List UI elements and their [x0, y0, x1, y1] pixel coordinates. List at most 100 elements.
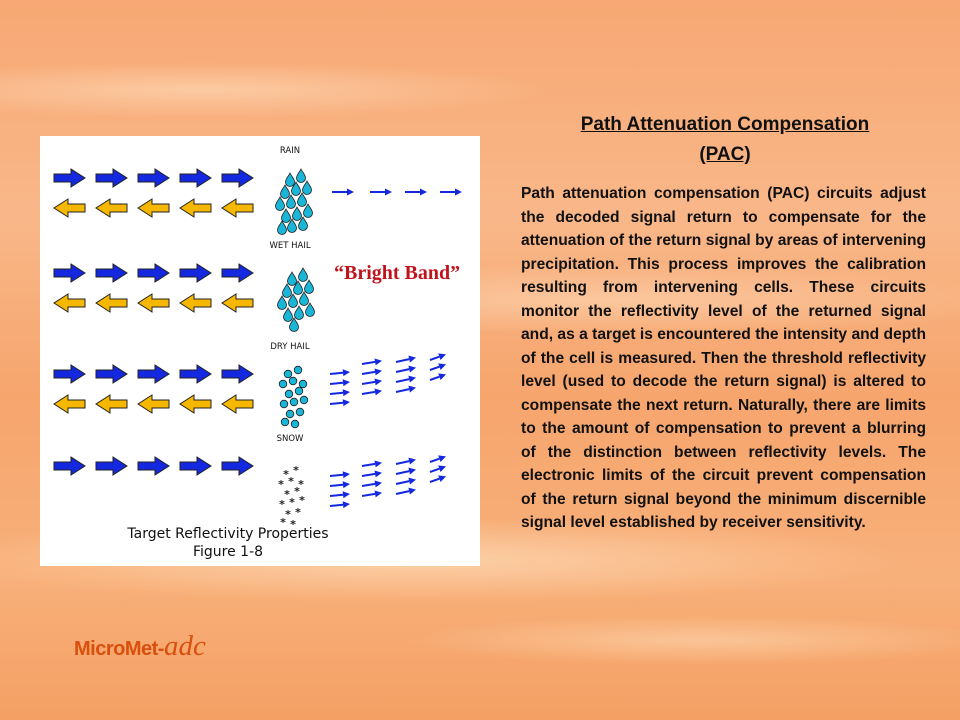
incident-arrow-rain: [221, 168, 254, 188]
incident-arrow-rain: [53, 168, 86, 188]
incident-arrow-snow: [179, 456, 212, 476]
particle-snow: *: [280, 516, 286, 529]
returned-arrow-rain: [53, 198, 86, 218]
scatter-arrow-dry-hail: [361, 378, 382, 386]
particle-rain: [281, 208, 291, 223]
returned-arrow-rain: [95, 198, 128, 218]
particle-wet-hail: [289, 317, 299, 332]
particle-rain: [302, 180, 312, 195]
particle-wet-hail: [293, 280, 303, 295]
particle-rain: [298, 216, 308, 231]
particle-wet-hail: [283, 307, 293, 322]
row-label-dry-hail: DRY HAIL: [270, 342, 310, 352]
particle-rain: [291, 181, 301, 196]
particle-rain: [280, 184, 290, 199]
returned-arrow-wet-hail: [221, 293, 254, 313]
scatter-arrow-dry-hail: [429, 353, 446, 361]
particle-snow: *: [298, 478, 304, 491]
particle-snow: *: [288, 475, 294, 488]
slide-title: Path Attenuation Compensation (PAC): [520, 110, 930, 170]
particle-wet-hail: [299, 291, 309, 306]
incident-arrow-wet-hail: [179, 263, 212, 283]
incident-arrow-snow: [221, 456, 254, 476]
particle-snow: *: [283, 468, 289, 481]
particle-wet-hail: [294, 305, 304, 320]
incident-arrow-rain: [137, 168, 170, 188]
particle-dry-hail: [293, 365, 303, 375]
scatter-arrow-rain: [405, 188, 427, 196]
slide-title-line1: Path Attenuation Compensation: [580, 114, 870, 135]
particle-rain: [292, 206, 302, 221]
particle-snow: *: [285, 508, 291, 521]
slide-title-line2: (PAC): [699, 144, 751, 165]
returned-arrow-rain: [221, 198, 254, 218]
particle-rain: [297, 192, 307, 207]
scatter-arrow-snow: [361, 470, 382, 478]
scatter-arrow-snow: [329, 501, 350, 509]
particle-dry-hail: [284, 389, 294, 399]
particle-rain: [286, 194, 296, 209]
incident-arrow-dry-hail: [221, 364, 254, 384]
particle-wet-hail: [305, 302, 315, 317]
incident-arrow-dry-hail: [53, 364, 86, 384]
figure-caption-line1: Target Reflectivity Properties: [126, 526, 328, 542]
scatter-arrow-rain: [332, 188, 354, 196]
particle-snow: *: [284, 488, 290, 501]
scatter-arrow-dry-hail: [329, 399, 350, 407]
scatter-arrow-snow: [429, 455, 446, 463]
scatter-arrow-dry-hail: [361, 358, 382, 366]
particle-snow: *: [294, 485, 300, 498]
logo-main-text: MicroMet-: [74, 638, 164, 660]
row-label-snow: SNOW: [277, 434, 304, 444]
particle-dry-hail: [289, 397, 299, 407]
particle-snow: *: [293, 464, 299, 477]
scatter-arrow-dry-hail: [395, 375, 416, 383]
particle-dry-hail: [288, 376, 298, 386]
figure-caption-line2: Figure 1-8: [193, 544, 263, 560]
scatter-arrow-dry-hail: [361, 368, 382, 376]
particle-snow: *: [290, 518, 296, 531]
incident-arrow-snow: [137, 456, 170, 476]
particle-snow: *: [299, 494, 305, 507]
scatter-arrow-dry-hail: [429, 373, 446, 381]
returned-arrow-dry-hail: [137, 394, 170, 414]
incident-arrow-rain: [179, 168, 212, 188]
returned-arrow-rain: [137, 198, 170, 218]
particle-dry-hail: [294, 386, 304, 396]
particle-rain: [277, 220, 287, 235]
incident-arrow-dry-hail: [137, 364, 170, 384]
logo-sub-text: adc: [163, 630, 206, 662]
returned-arrow-dry-hail: [95, 394, 128, 414]
scatter-arrow-dry-hail: [329, 389, 350, 397]
incident-arrow-rain: [95, 168, 128, 188]
particle-snow: *: [278, 478, 284, 491]
returned-arrow-wet-hail: [53, 293, 86, 313]
incident-arrow-dry-hail: [179, 364, 212, 384]
particle-dry-hail: [299, 395, 309, 405]
particle-snow: *: [295, 506, 301, 519]
incident-arrow-wet-hail: [95, 263, 128, 283]
particle-dry-hail: [279, 399, 289, 409]
scatter-arrow-dry-hail: [395, 385, 416, 393]
scatter-arrow-snow: [361, 460, 382, 468]
row-label-rain: RAIN: [280, 146, 300, 156]
returned-arrow-wet-hail: [95, 293, 128, 313]
particle-rain: [303, 203, 313, 218]
scatter-arrow-snow: [361, 490, 382, 498]
micromet-logo: MicroMet-adc: [74, 630, 206, 663]
particle-dry-hail: [280, 417, 290, 427]
scatter-arrow-snow: [429, 475, 446, 483]
particle-wet-hail: [298, 267, 308, 282]
scatter-arrow-dry-hail: [429, 363, 446, 371]
returned-arrow-dry-hail: [221, 394, 254, 414]
scatter-arrow-snow: [329, 471, 350, 479]
particle-dry-hail: [285, 409, 295, 419]
scatter-arrow-dry-hail: [329, 369, 350, 377]
scatter-arrow-rain: [370, 188, 392, 196]
incident-arrow-wet-hail: [137, 263, 170, 283]
slide-body-text: Path attenuation compensation (PAC) circ…: [521, 185, 926, 531]
scatter-arrow-snow: [329, 481, 350, 489]
scatter-arrow-dry-hail: [329, 379, 350, 387]
